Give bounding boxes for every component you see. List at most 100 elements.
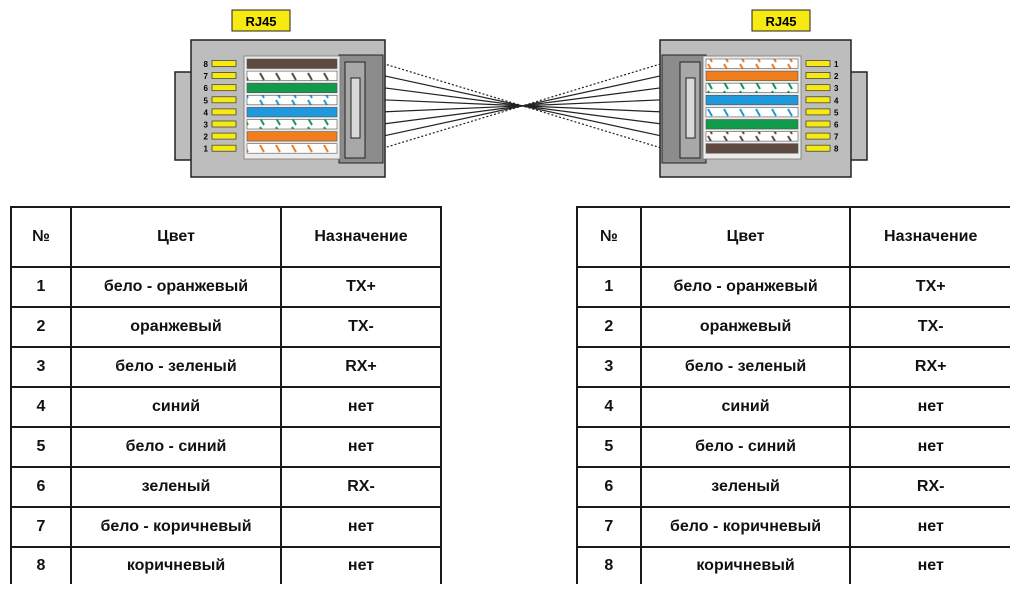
wire-white-green <box>705 82 799 93</box>
pin-number-label: 8 <box>834 145 839 154</box>
pin-contact <box>805 108 831 116</box>
wire-color-cell: бело - синий <box>639 426 852 468</box>
signal-cell: нет <box>849 386 1010 428</box>
signal-cell: нет <box>849 426 1010 468</box>
pin-number-cell: 5 <box>576 426 642 468</box>
pin-contact <box>805 60 831 67</box>
signal-cell: нет <box>280 546 442 584</box>
pin-number-label: 3 <box>834 84 839 93</box>
signal-cell: нет <box>280 386 442 428</box>
crossover-wires <box>382 62 663 149</box>
wire-green <box>246 82 338 93</box>
wire-color-cell: оранжевый <box>639 306 852 348</box>
pin-number-label: 7 <box>834 133 839 142</box>
pin-number-label: 7 <box>204 72 209 81</box>
signal-cell: нет <box>280 426 442 468</box>
pin-number-label: 8 <box>204 60 209 69</box>
wire-orange <box>246 131 338 142</box>
wire-white-orange <box>246 143 338 154</box>
wire-color-cell: синий <box>70 386 282 428</box>
column-header-number: № <box>10 206 72 268</box>
wire-color-cell: синий <box>639 386 852 428</box>
left-wire-stack <box>246 58 338 154</box>
pin-number-cell: 8 <box>576 546 642 584</box>
pin-number-label: 4 <box>204 108 209 117</box>
signal-cell: нет <box>849 506 1010 548</box>
wire-blue <box>705 95 799 106</box>
wire-color-cell: бело - оранжевый <box>639 266 852 308</box>
pin-contact <box>211 132 237 140</box>
pin-number-cell: 1 <box>10 266 72 308</box>
signal-cell: TX- <box>280 306 442 348</box>
pin-number-label: 4 <box>834 96 839 105</box>
pin-contact <box>805 72 831 79</box>
pin-contact <box>805 84 831 92</box>
pin-contact <box>805 132 831 140</box>
pin-contact <box>211 72 237 79</box>
pin-contact <box>805 96 831 104</box>
pin-number-cell: 1 <box>576 266 642 308</box>
pin-contact <box>211 144 237 152</box>
wire-color-cell: бело - зеленый <box>70 346 282 388</box>
pin-number-cell: 3 <box>10 346 72 388</box>
signal-cell: TX- <box>849 306 1010 348</box>
wire-color-cell: оранжевый <box>70 306 282 348</box>
wire-brown <box>705 143 799 154</box>
pin-number-label: 5 <box>834 108 839 117</box>
pin-contact <box>805 144 831 152</box>
table-header-row: № Цвет Назначение <box>10 206 442 268</box>
wire-white-orange <box>705 58 799 69</box>
signal-cell: нет <box>280 506 442 548</box>
pin-contact <box>211 84 237 92</box>
column-header-purpose: Назначение <box>280 206 442 268</box>
column-header-color: Цвет <box>70 206 282 268</box>
pin-number-cell: 6 <box>576 466 642 508</box>
signal-cell: RX+ <box>280 346 442 388</box>
wire-color-cell: бело - коричневый <box>70 506 282 548</box>
column-header-color: Цвет <box>639 206 852 268</box>
wire-color-cell: бело - зеленый <box>639 346 852 388</box>
pin-number-cell: 7 <box>10 506 72 548</box>
pin-contact <box>211 120 237 128</box>
column-header-purpose: Назначение <box>849 206 1010 268</box>
table-header-row: № Цвет Назначение <box>576 206 1010 268</box>
wire-color-cell: коричневый <box>70 546 282 584</box>
wire-white-brown <box>246 70 338 81</box>
pin-number-label: 1 <box>834 60 839 69</box>
wire-orange <box>705 70 799 81</box>
column-header-number: № <box>576 206 642 268</box>
wire-white-green <box>246 119 338 130</box>
pin-contact <box>211 96 237 104</box>
right-wire-stack <box>705 58 799 154</box>
wire-color-cell: бело - оранжевый <box>70 266 282 308</box>
pin-number-cell: 8 <box>10 546 72 584</box>
pin-number-cell: 7 <box>576 506 642 548</box>
pin-number-cell: 2 <box>10 306 72 348</box>
pin-number-cell: 6 <box>10 466 72 508</box>
pin-number-label: 2 <box>204 133 209 142</box>
pin-number-label: 3 <box>204 121 209 130</box>
wire-color-cell: бело - коричневый <box>639 506 852 548</box>
signal-cell: RX- <box>280 466 442 508</box>
crossover-wire <box>382 62 663 149</box>
left-connector-label: RJ45 <box>245 14 276 29</box>
pin-contact <box>211 108 237 116</box>
